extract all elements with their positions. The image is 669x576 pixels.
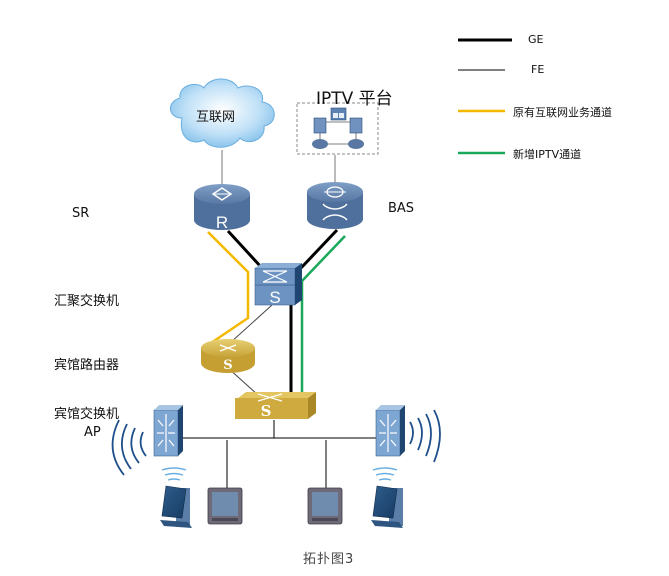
aggregation-switch-icon: S — [254, 263, 302, 307]
ap-left-icon — [153, 405, 183, 457]
bas-label: BAS — [388, 201, 415, 216]
svg-text:S: S — [261, 402, 272, 420]
bas-router-icon — [307, 182, 363, 229]
platform-router-icon-right — [348, 139, 364, 149]
link-sr-agg-ge — [226, 229, 264, 270]
link-agg-router-fe — [229, 304, 273, 344]
sr-label: SR — [72, 206, 90, 221]
ap-right-icon — [375, 405, 405, 457]
platform-router-icon-left — [312, 139, 328, 149]
sr-router-icon: R — [194, 184, 250, 232]
svg-text:S: S — [269, 288, 280, 307]
aggregation-switch-label: 汇聚交换机 — [54, 294, 120, 309]
iptv-platform-label: IPTV 平台 — [316, 89, 393, 109]
path-internet-service — [207, 231, 250, 345]
iptv-platform — [296, 102, 379, 155]
legend-label-iptv: 新增IPTV通道 — [513, 148, 582, 161]
hotel-router-label: 宾馆路由器 — [54, 358, 120, 373]
tv-right-icon — [307, 487, 343, 525]
legend-label-internet: 原有互联网业务通道 — [513, 106, 612, 119]
legend-label-fe: FE — [531, 63, 545, 76]
pc-left-icon — [160, 467, 192, 528]
hotel-switch-icon: S — [235, 392, 316, 420]
link-bas-agg-ge — [299, 228, 339, 270]
hotel-switch-label: 宾馆交换机 — [54, 407, 120, 422]
legend-label-ge: GE — [528, 33, 544, 46]
platform-switch-icon-right — [349, 117, 363, 134]
figure-caption: 拓扑图3 — [303, 552, 355, 567]
ap-label: AP — [84, 425, 101, 440]
internet-cloud-label: 互联网 — [196, 110, 236, 125]
svg-text:R: R — [216, 213, 228, 232]
legend — [458, 38, 512, 155]
tv-left-icon — [207, 487, 243, 525]
wireless-waves-right-icon — [409, 409, 441, 463]
svg-text:S: S — [223, 358, 232, 373]
wireless-waves-left-icon — [111, 419, 147, 476]
platform-switch-icon-left — [313, 117, 327, 134]
internet-cloud — [170, 78, 275, 148]
hotel-router-icon: S — [201, 339, 255, 373]
pc-right-icon — [371, 467, 403, 528]
